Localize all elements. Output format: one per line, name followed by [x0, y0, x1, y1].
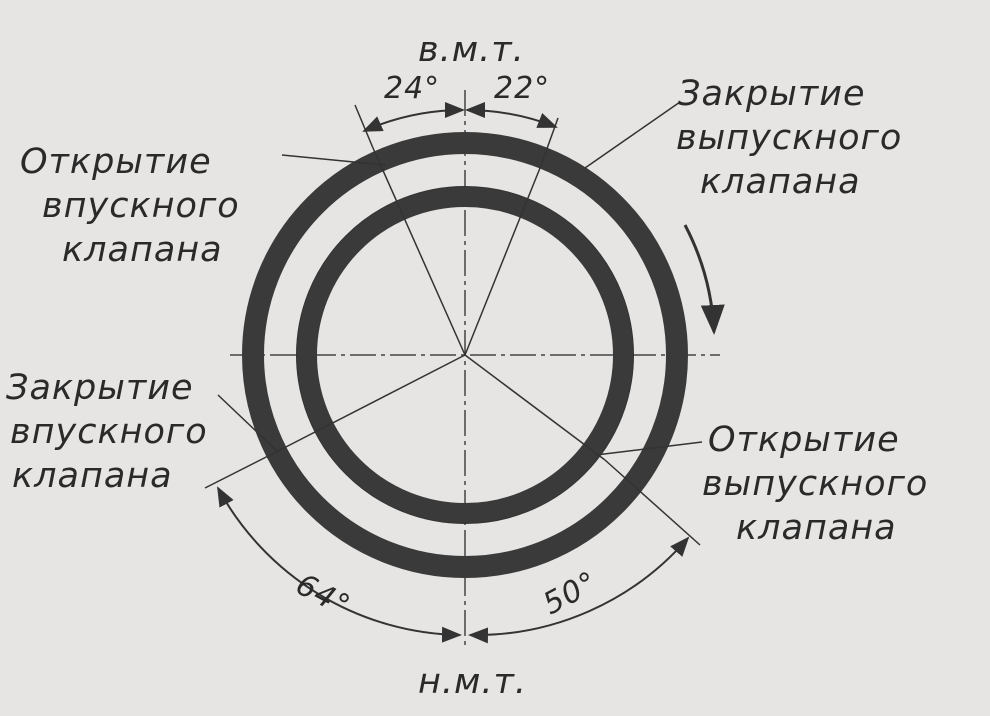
leader-intake-open — [281, 154, 386, 166]
label-intake-close: Закрытие впускного клапана — [6, 368, 208, 496]
arc-64-deg — [217, 486, 462, 643]
ext-exhaust-open — [604, 459, 701, 546]
radius-intake-open — [372, 147, 466, 356]
radius-intake-close — [279, 354, 466, 451]
bdc-label: н.м.т. — [418, 662, 528, 702]
label-exhaust-open: Открытие выпускного клапана — [702, 420, 929, 548]
leader-exhaust-close — [584, 101, 681, 169]
arc-50-deg — [468, 536, 690, 644]
ext-intake-close — [204, 449, 281, 489]
intake-phase-band — [297, 187, 633, 523]
leader-intake-close — [217, 394, 279, 453]
leader-exhaust-open — [595, 441, 703, 456]
label-intake-open: Открытие впускного клапана — [20, 142, 240, 270]
tdc-label: в.м.т. — [418, 30, 525, 70]
arc-22-deg — [465, 102, 558, 128]
arc-24-deg — [362, 102, 465, 132]
angle-24-label: 24° — [384, 71, 441, 106]
radius-exhaust-close — [464, 167, 541, 356]
radius-exhaust-open — [464, 354, 606, 461]
ext-intake-open — [354, 104, 374, 149]
label-exhaust-close: Закрытие выпускного клапана — [676, 74, 903, 202]
exhaust-phase-band — [242, 132, 688, 578]
rotation-direction-arrow — [683, 224, 725, 335]
angle-22-label: 22° — [494, 71, 551, 106]
